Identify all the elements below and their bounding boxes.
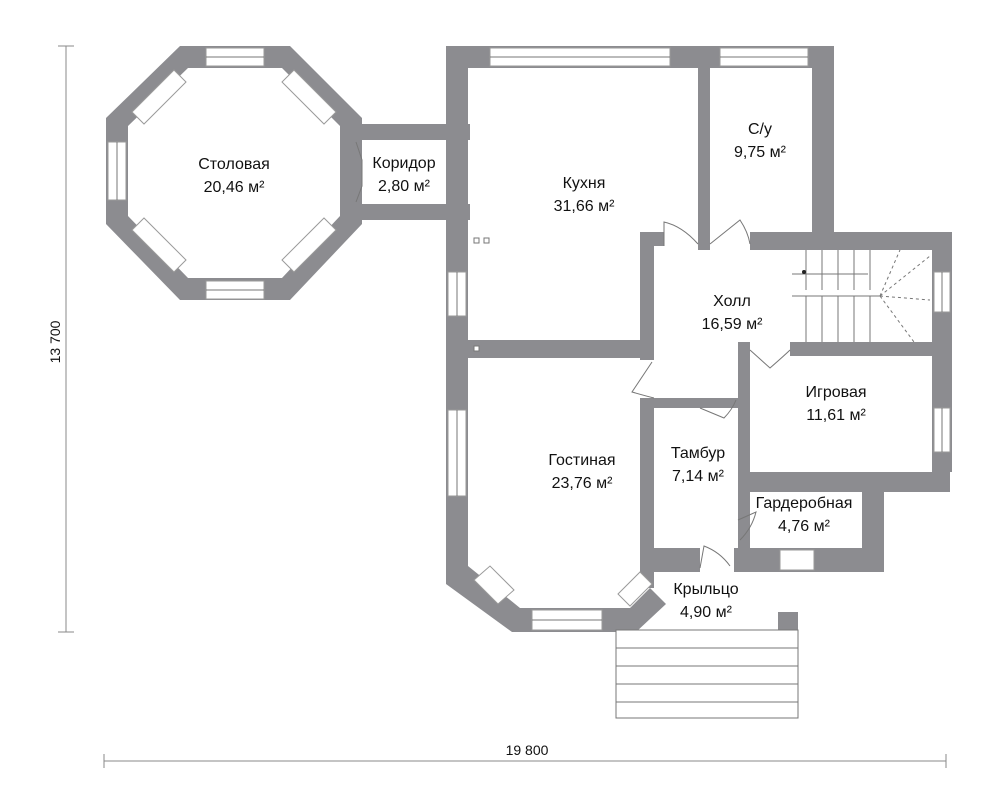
room-name: Игровая [805, 384, 866, 401]
room-name: Коридор [372, 155, 435, 172]
room-name: Крыльцо [673, 581, 738, 598]
room-name: Гардеробная [756, 495, 853, 512]
staircase [792, 249, 932, 343]
room-area: 20,46 м² [204, 179, 265, 196]
door-swings [631, 219, 791, 569]
room-name: С/у [748, 121, 772, 138]
dining-room-windows [107, 47, 337, 300]
vent-squares [473, 237, 490, 352]
room-area: 2,80 м² [378, 178, 431, 195]
room-name: Столовая [198, 156, 270, 173]
height-dimension-line [58, 45, 74, 633]
room-name: Гостиная [548, 452, 615, 469]
room-area: 7,14 м² [672, 468, 725, 485]
room-area: 23,76 м² [552, 475, 613, 492]
dining-room-walls [106, 46, 362, 300]
width-dimension-line [103, 754, 947, 768]
corridor-walls [340, 124, 470, 220]
porch-steps [615, 629, 799, 719]
width-dimension-label: 19 800 [506, 742, 549, 758]
room-name: Кухня [563, 175, 606, 192]
room-area: 9,75 м² [734, 144, 787, 161]
room-area: 31,66 м² [554, 198, 615, 215]
main-house-windows [447, 47, 951, 631]
room-labels: Столовая 20,46 м² Коридор 2,80 м² Кухня 31,66… [198, 121, 866, 621]
room-area: 11,61 м² [806, 407, 866, 424]
room-area: 4,90 м² [680, 604, 733, 621]
room-area: 4,76 м² [778, 518, 831, 535]
height-dimension-label: 13 700 [47, 320, 63, 363]
room-name: Холл [713, 293, 751, 310]
room-area: 16,59 м² [702, 316, 763, 333]
room-name: Тамбур [671, 445, 725, 462]
